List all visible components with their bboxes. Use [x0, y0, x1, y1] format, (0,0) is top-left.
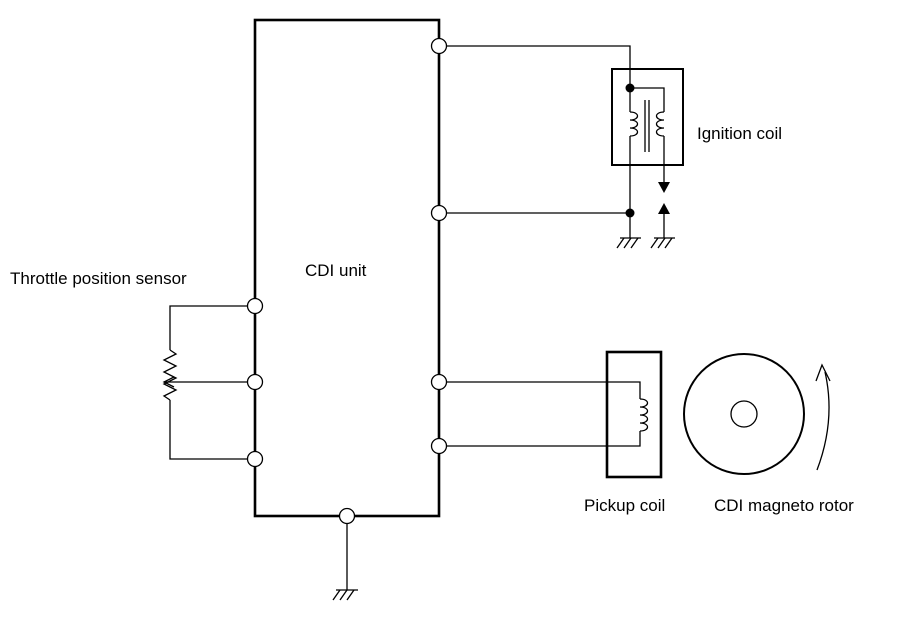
ignition-primary-wire: [446, 45, 631, 88]
ground-symbol-spark-plug: [650, 237, 675, 249]
magneto-rotor-label: CDI magneto rotor: [714, 496, 854, 515]
spark-gap-arrow-up: [658, 203, 670, 214]
ground-symbol-coil-primary: [616, 237, 641, 249]
terminal-ignition-primary: [430, 37, 448, 55]
terminal-tps-top: [246, 297, 264, 315]
pickup-coil-box: [605, 350, 663, 479]
primary-winding: [629, 111, 639, 137]
terminal-pickup-negative: [430, 437, 448, 455]
ignition-coil-box: [611, 68, 684, 166]
terminal-pickup-positive: [430, 373, 448, 391]
magneto-rotor: CDI magneto rotor: [683, 353, 854, 515]
potentiometer-resistor: [162, 349, 178, 401]
junction-dot-top: [625, 83, 635, 93]
pickup-wire-bottom: [446, 431, 641, 447]
rotation-arrowhead: [815, 363, 831, 382]
throttle-position-sensor: Throttle position sensor: [10, 269, 248, 460]
cdi-unit-label: CDI unit: [305, 261, 367, 280]
cdi-ground: [332, 524, 358, 601]
wiper-arrowhead: [162, 376, 175, 388]
rotor-hub-circle: [730, 400, 758, 428]
terminal-tps-bottom: [246, 450, 264, 468]
secondary-winding: [655, 111, 665, 137]
spark-gap-arrow-down: [658, 182, 670, 193]
ignition-coil-label: Ignition coil: [697, 124, 782, 143]
rotation-arrow: [816, 371, 830, 471]
ignition-coil-circuit: Ignition coil: [446, 45, 782, 249]
throttle-sensor-label: Throttle position sensor: [10, 269, 187, 288]
junction-dot-ground: [625, 208, 635, 218]
terminal-ground: [338, 507, 356, 525]
pickup-wire-top: [446, 381, 641, 399]
ground-symbol-cdi: [332, 589, 358, 601]
cdi-unit-box: [253, 18, 441, 518]
terminal-tps-wiper: [246, 373, 264, 391]
pickup-coil-label: Pickup coil: [584, 496, 665, 515]
pickup-winding: [639, 398, 649, 432]
pickup-coil: Pickup coil: [446, 350, 665, 515]
terminal-ignition-ground: [430, 204, 448, 222]
